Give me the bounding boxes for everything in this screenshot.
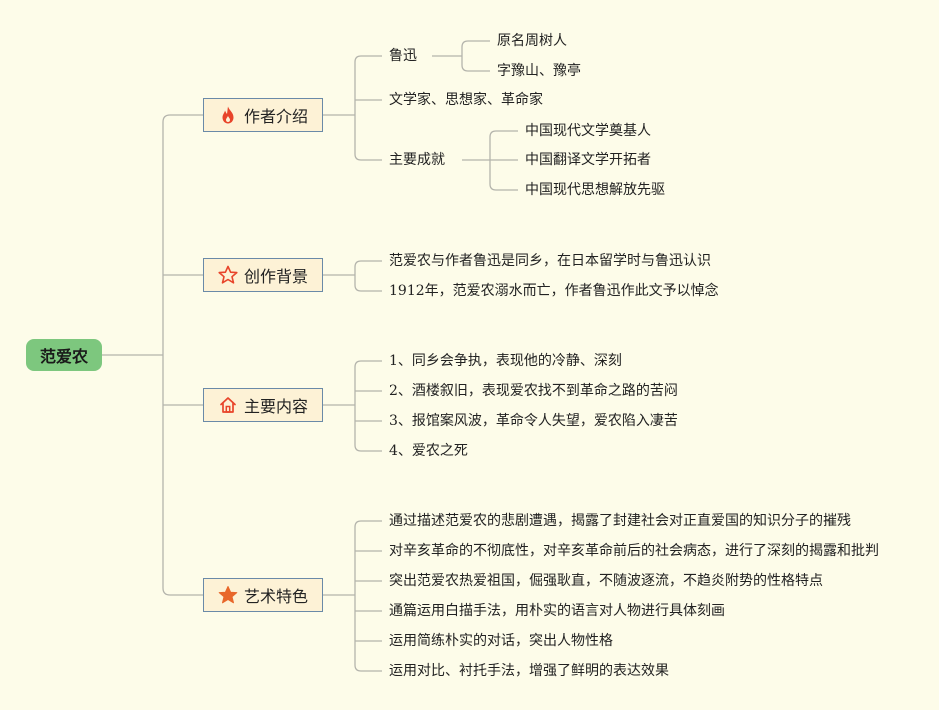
node-identity[interactable]: 文学家、思想家、革命家 <box>389 92 543 108</box>
node-lu-xun[interactable]: 鲁迅 <box>389 48 417 64</box>
branch-label: 艺术特色 <box>243 587 308 606</box>
branch-label: 主要内容 <box>243 397 308 416</box>
node-feature-5[interactable]: 运用简练朴实的对话，突出人物性格 <box>389 633 613 649</box>
star-outline-icon <box>218 265 238 285</box>
node-content-4[interactable]: 4、爱农之死 <box>389 443 468 459</box>
node-feature-6[interactable]: 运用对比、衬托手法，增强了鲜明的表达效果 <box>389 663 669 679</box>
node-feature-4[interactable]: 通篇运用白描手法，用朴实的语言对人物进行具体刻画 <box>389 603 725 619</box>
branch-author-intro[interactable]: 作者介绍 <box>203 98 323 132</box>
branch-artistic-features[interactable]: 艺术特色 <box>203 578 323 612</box>
node-courtesy-name[interactable]: 字豫山、豫亭 <box>497 63 581 79</box>
node-achievements[interactable]: 主要成就 <box>389 152 445 168</box>
node-feature-1[interactable]: 通过描述范爱农的悲剧遭遇，揭露了封建社会对正直爱国的知识分子的摧残 <box>389 513 851 529</box>
node-achievement-3[interactable]: 中国现代思想解放先驱 <box>525 182 665 198</box>
root-label: 范爱农 <box>39 347 88 366</box>
node-content-1[interactable]: 1、同乡会争执，表现他的冷静、深刻 <box>389 353 622 369</box>
node-background-1[interactable]: 范爱农与作者鲁迅是同乡，在日本留学时与鲁迅认识 <box>389 253 711 269</box>
node-feature-3[interactable]: 突出范爱农热爱祖国，倔强耿直，不随波逐流，不趋炎附势的性格特点 <box>389 573 823 589</box>
branch-label: 创作背景 <box>243 267 308 286</box>
branch-main-content[interactable]: 主要内容 <box>203 388 323 422</box>
node-achievement-1[interactable]: 中国现代文学奠基人 <box>525 123 651 139</box>
node-background-2[interactable]: 1912年，范爱农溺水而亡，作者鲁迅作此文予以悼念 <box>389 283 719 299</box>
node-feature-2[interactable]: 对辛亥革命的不彻底性，对辛亥革命前后的社会病态，进行了深刻的揭露和批判 <box>389 543 879 559</box>
node-original-name[interactable]: 原名周树人 <box>497 33 567 49</box>
node-content-2[interactable]: 2、酒楼叙旧，表现爱农找不到革命之路的苦闷 <box>389 383 678 399</box>
branch-label: 作者介绍 <box>243 107 308 126</box>
home-icon <box>218 395 238 415</box>
root-node[interactable]: 范爱农 <box>26 339 102 371</box>
branch-background[interactable]: 创作背景 <box>203 258 323 292</box>
node-achievement-2[interactable]: 中国翻译文学开拓者 <box>525 152 651 168</box>
node-content-3[interactable]: 3、报馆案风波，革命令人失望，爱农陷入凄苦 <box>389 413 678 429</box>
flame-icon <box>218 105 238 125</box>
star-filled-icon <box>218 585 238 605</box>
